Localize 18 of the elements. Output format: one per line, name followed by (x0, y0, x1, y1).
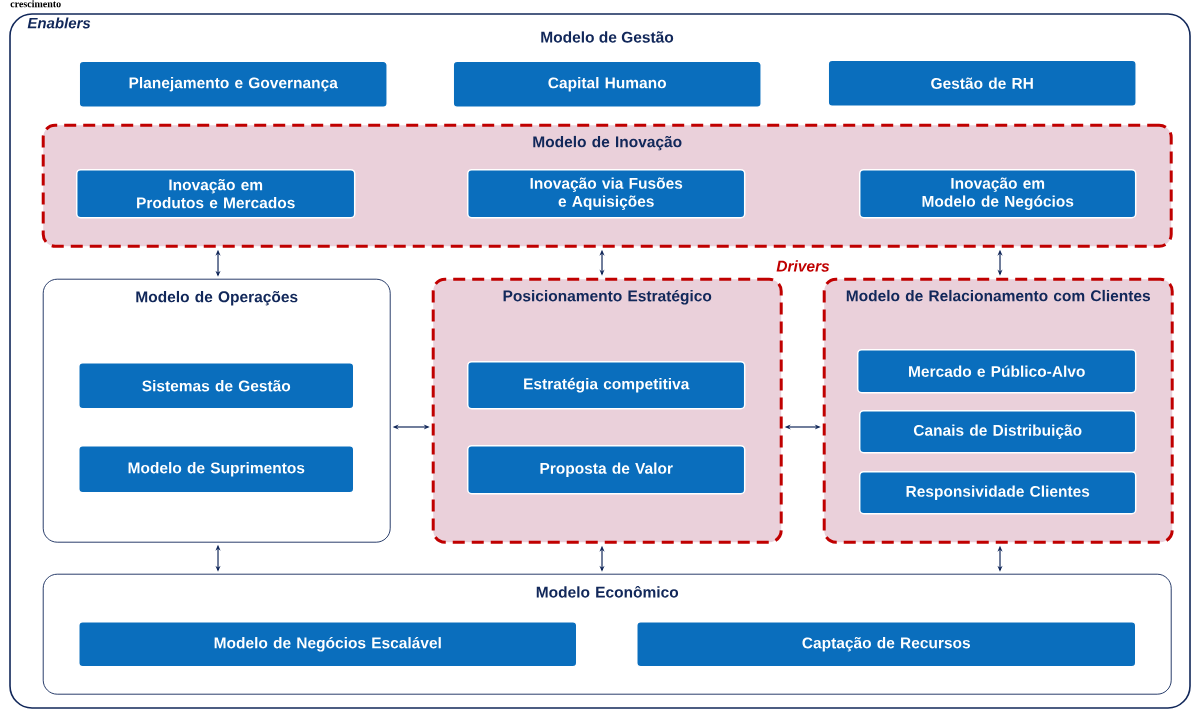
process-box: Proposta de Valor (466, 444, 746, 495)
page-text: crescimento (10, 0, 61, 8)
process-box: Modelo de Negócios Escalável (78, 621, 578, 668)
process-box: Inovação em Produtos e Mercados (75, 168, 356, 219)
process-box: Planejamento e Governança (78, 60, 388, 108)
process-box: Capital Humano (452, 60, 762, 108)
process-box: Sistemas de Gestão (78, 362, 355, 410)
section-heading: Modelo de Gestão (541, 31, 674, 43)
process-box: Inovação em Modelo de Negócios (858, 168, 1137, 219)
process-box: Mercado e Público-Alvo (856, 348, 1137, 394)
process-box: Captação de Recursos (636, 621, 1137, 668)
process-box: Modelo de Suprimentos (78, 445, 355, 494)
process-box: Gestão de RH (827, 59, 1137, 107)
section-heading: Drivers (776, 260, 830, 272)
process-box: Responsividade Clientes (858, 470, 1137, 515)
process-box: Estratégia competitiva (466, 360, 746, 410)
process-box: Inovação via Fusões e Aquisições (466, 168, 746, 219)
process-box: Canais de Distribuição (858, 409, 1137, 454)
